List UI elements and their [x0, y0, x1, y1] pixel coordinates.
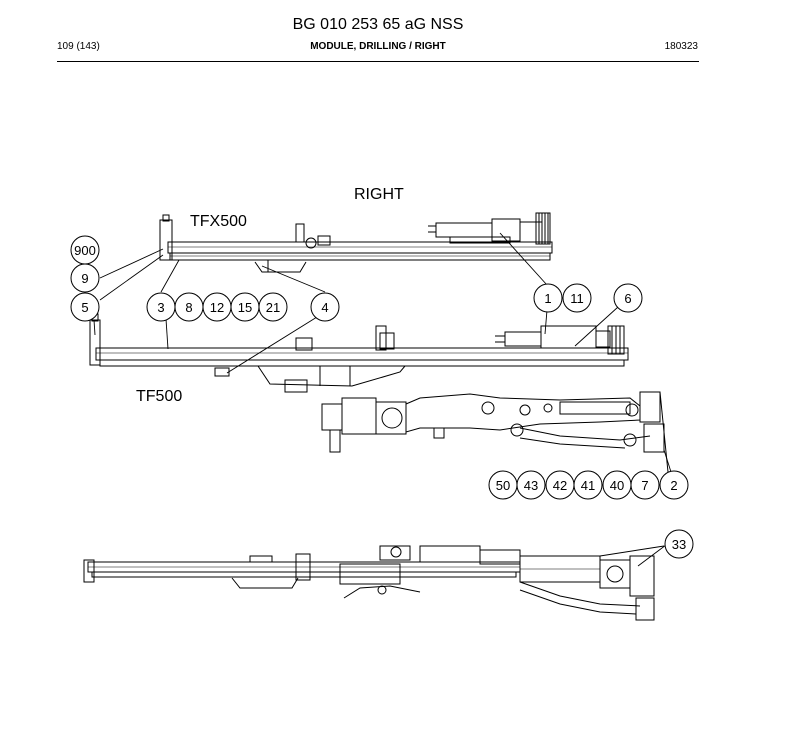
svg-text:4: 4: [321, 300, 328, 315]
section-title: MODULE, DRILLING / RIGHT: [310, 41, 446, 52]
svg-text:40: 40: [610, 478, 624, 493]
svg-text:7: 7: [641, 478, 648, 493]
svg-text:3: 3: [157, 300, 164, 315]
label-tfx500: TFX500: [190, 213, 247, 230]
label-tf500: TF500: [136, 388, 183, 405]
boom-assembly: [321, 391, 669, 473]
callout-40: 40: [602, 470, 632, 500]
document-title: BG 010 253 65 aG NSS: [292, 16, 464, 33]
svg-text:15: 15: [238, 300, 252, 315]
callout-50: 50: [488, 470, 518, 500]
callout-15: 15: [230, 292, 260, 322]
date-code: 180323: [664, 41, 698, 52]
feed-beam-tf500: [89, 313, 629, 393]
callout-33: 33: [664, 529, 694, 559]
svg-text:1: 1: [544, 291, 551, 306]
svg-text:33: 33: [672, 537, 686, 552]
svg-text:6: 6: [624, 291, 631, 306]
page-number: 109 (143): [57, 41, 100, 52]
svg-text:900: 900: [74, 243, 96, 258]
callout-21: 21: [258, 292, 288, 322]
callout-12: 12: [202, 292, 232, 322]
callout-11: 11: [562, 283, 592, 313]
svg-text:5: 5: [81, 300, 88, 315]
svg-text:2: 2: [670, 478, 677, 493]
svg-text:12: 12: [210, 300, 224, 315]
callout-41: 41: [573, 470, 603, 500]
svg-text:41: 41: [581, 478, 595, 493]
callout-2: 2: [659, 470, 689, 500]
view-title: RIGHT: [354, 186, 404, 203]
callout-1: 1: [533, 283, 563, 313]
callout-9: 9: [70, 263, 100, 293]
leader-lines: [93, 232, 672, 567]
svg-text:9: 9: [81, 271, 88, 286]
callout-43: 43: [516, 470, 546, 500]
svg-text:50: 50: [496, 478, 510, 493]
svg-text:42: 42: [553, 478, 567, 493]
callout-7: 7: [630, 470, 660, 500]
svg-text:43: 43: [524, 478, 538, 493]
callout-900: 900: [70, 235, 100, 265]
svg-text:11: 11: [570, 291, 584, 306]
drill-rig-side-view: [83, 545, 665, 621]
header-rule: [57, 61, 699, 62]
callouts: 900 9 5 3 8 12 15 21 4 1 11 6 50 43 42 4…: [70, 235, 694, 559]
callout-6: 6: [613, 283, 643, 313]
feed-beam-tfx500: [159, 212, 553, 273]
svg-text:8: 8: [185, 300, 192, 315]
svg-text:21: 21: [266, 300, 280, 315]
callout-8: 8: [174, 292, 204, 322]
callout-4: 4: [310, 292, 340, 322]
callout-5: 5: [70, 292, 100, 322]
callout-3: 3: [146, 292, 176, 322]
callout-42: 42: [545, 470, 575, 500]
